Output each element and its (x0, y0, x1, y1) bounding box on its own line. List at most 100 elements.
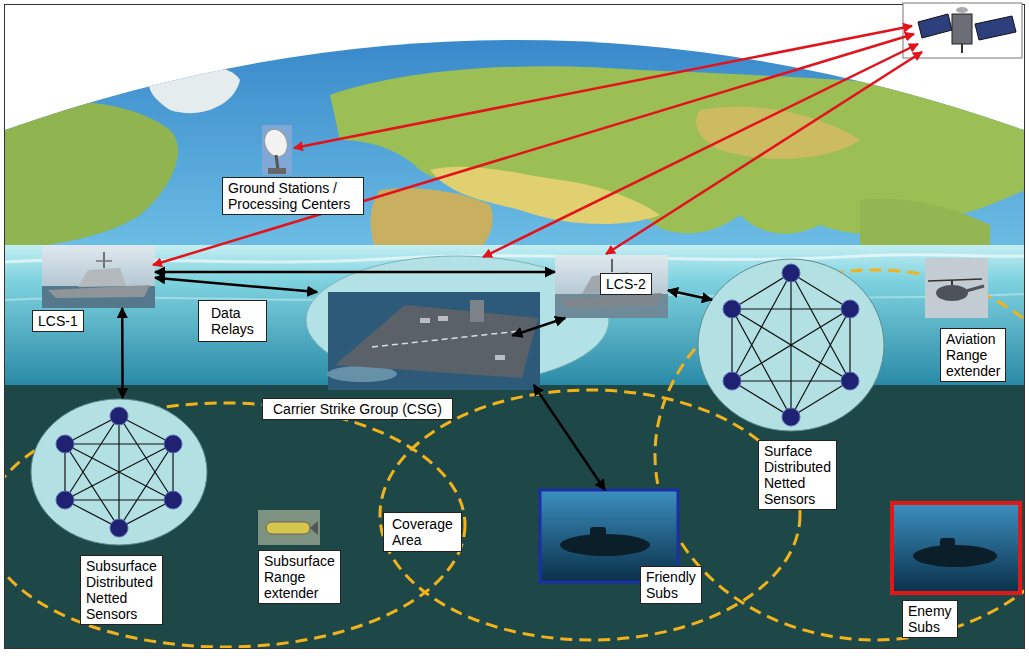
rotor-mast (951, 280, 953, 285)
sensor-dot (782, 264, 800, 282)
sensor-dot (782, 408, 800, 426)
node-label: Data Relays (211, 305, 254, 337)
sensor-dot (56, 435, 74, 453)
mesh-links (732, 273, 850, 417)
deep-water (5, 385, 1024, 648)
photo-frame (892, 503, 1020, 593)
flight-deck (335, 305, 538, 378)
ship-superstructure (582, 272, 640, 294)
torpedo-photo (258, 510, 320, 545)
dish-stand (276, 155, 278, 170)
solar-panel (975, 16, 1016, 40)
label-box: Subsurface Distributed Netted Sensors (80, 555, 163, 625)
sensor-dot (841, 372, 859, 390)
mesh-links (65, 416, 173, 528)
ship-photo (42, 245, 155, 308)
sensor-mesh (723, 264, 859, 426)
satellite-icon (903, 3, 1022, 58)
sensor-dot (110, 407, 128, 425)
antenna (956, 7, 968, 13)
continent (5, 102, 178, 250)
satellite-link (153, 26, 922, 265)
data-link-arrow (121, 308, 124, 398)
aircraft (495, 355, 505, 360)
coverage-ring (380, 390, 800, 640)
label-box: Carrier Strike Group (CSG) (262, 398, 453, 420)
photo-ground (42, 245, 155, 308)
data-link-arrow (534, 385, 605, 490)
label-box: Data Relays (198, 300, 267, 342)
label-box: Ground Stations / Processing Centers (222, 177, 364, 215)
aircraft (438, 316, 448, 321)
label-box: LCS-1 (32, 310, 84, 332)
node-outline (31, 399, 207, 545)
sensor-dot (164, 491, 182, 509)
node-label: LCS-2 (606, 276, 646, 292)
photo-sea (328, 292, 540, 390)
label-box: Coverage Area (383, 512, 462, 552)
ship-photo (555, 255, 668, 318)
sensor-dot (841, 300, 859, 318)
data-link-arrow (512, 318, 565, 336)
label-box: Friendly Subs (640, 566, 702, 604)
label-box: Surface Distributed Netted Sensors (758, 440, 837, 510)
torpedo-body (266, 522, 310, 534)
node-label: Aviation Range extender (946, 331, 1000, 379)
sensor-dot (723, 300, 741, 318)
sensor-dot (56, 491, 74, 509)
dish-base (268, 168, 286, 174)
node-label: Ground Stations / Processing Centers (228, 180, 358, 212)
antenna (961, 44, 963, 53)
satellite-link (483, 44, 918, 257)
helicopter-photo (925, 258, 988, 318)
ice-sheet (149, 65, 240, 113)
sensor-dot (110, 519, 128, 537)
data-link-arrow (155, 278, 317, 292)
submarine-sail (590, 527, 606, 541)
ground-station-dish (261, 125, 292, 175)
node-label: Subsurface Distributed Netted Sensors (86, 558, 157, 622)
node-label: Coverage Area (392, 516, 453, 548)
ship-superstructure (78, 268, 126, 287)
label-box: Aviation Range extender (940, 328, 1006, 382)
ship-hull (560, 293, 662, 308)
carrier-island (470, 300, 484, 322)
rotor (928, 279, 982, 281)
photo-sea (555, 294, 668, 318)
ocean (5, 0, 1024, 260)
node-outline (698, 259, 884, 431)
label-box: Enemy Subs (902, 600, 958, 638)
photo-frame (540, 490, 678, 582)
picture-frame (5, 5, 1025, 649)
ship-mast (103, 252, 105, 268)
sensor-dot (723, 372, 741, 390)
icon-frame (903, 3, 1022, 58)
photo-ground (925, 258, 988, 318)
submarine-sail (940, 538, 955, 552)
photo-ground (258, 510, 320, 545)
helicopter-tail (966, 286, 984, 291)
sensor-dot (164, 435, 182, 453)
continent (860, 199, 990, 250)
ship-mast (611, 259, 613, 272)
carrier-photo (327, 292, 540, 390)
submarine-photo (892, 503, 1020, 593)
deck-line (372, 331, 520, 347)
label-box: LCS-2 (600, 273, 652, 295)
torpedo-tail (310, 521, 318, 535)
label-box: Subsurface Range extender (258, 550, 341, 604)
satellite-link (606, 52, 922, 254)
satellite-link (153, 34, 914, 265)
node-label: Carrier Strike Group (CSG) (273, 401, 442, 417)
node-label: Surface Distributed Netted Sensors (764, 443, 831, 507)
dish (261, 126, 291, 160)
ship-mast (96, 260, 112, 262)
desert (696, 107, 860, 159)
node-label: LCS-1 (38, 313, 78, 329)
photo-sea (42, 286, 155, 308)
sensor-mesh (56, 407, 182, 537)
helicopter-body (936, 285, 968, 301)
satellite-body (952, 14, 972, 44)
node-label: Subsurface Range extender (264, 553, 335, 601)
